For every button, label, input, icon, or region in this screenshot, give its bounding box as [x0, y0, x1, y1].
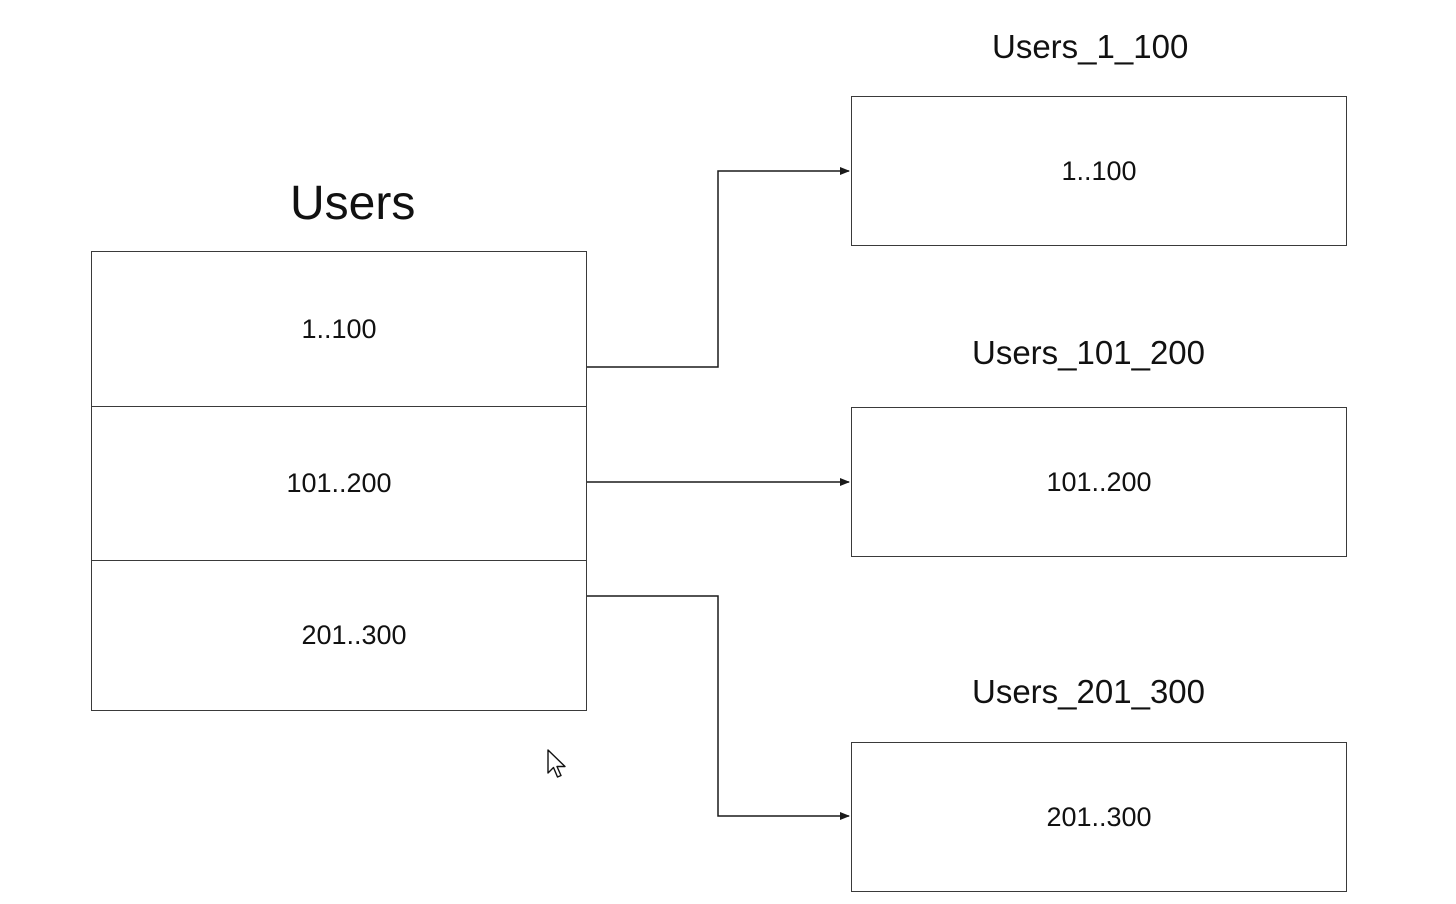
connector-row3-to-users-201-300 — [587, 595, 850, 820]
partition-range-label: 1..100 — [1061, 155, 1137, 186]
partition-box-users-201-300: 201..300 — [851, 742, 1347, 892]
users-table: 1..100 101..200 201..300 — [91, 251, 587, 711]
partition-title-users-201-300: Users_201_300 — [972, 673, 1205, 710]
users-table-title: Users — [290, 177, 416, 230]
partition-box-users-1-100: 1..100 — [851, 96, 1347, 246]
partition-title-users-101-200: Users_101_200 — [972, 334, 1205, 371]
users-row-1-100: 1..100 — [92, 252, 586, 407]
users-row-label: 201..300 — [301, 620, 407, 650]
users-row-101-200: 101..200 — [92, 407, 586, 561]
partition-box-users-101-200: 101..200 — [851, 407, 1347, 557]
partition-title-users-1-100: Users_1_100 — [992, 28, 1189, 65]
users-row-label: 101..200 — [286, 468, 392, 498]
users-row-201-300: 201..300 — [92, 561, 586, 710]
partition-range-label: 201..300 — [1046, 801, 1152, 832]
partition-range-label: 101..200 — [1046, 466, 1152, 497]
connector-row1-to-users-1-100 — [587, 167, 850, 368]
mouse-pointer-icon — [547, 749, 566, 778]
users-row-label: 1..100 — [301, 313, 377, 344]
